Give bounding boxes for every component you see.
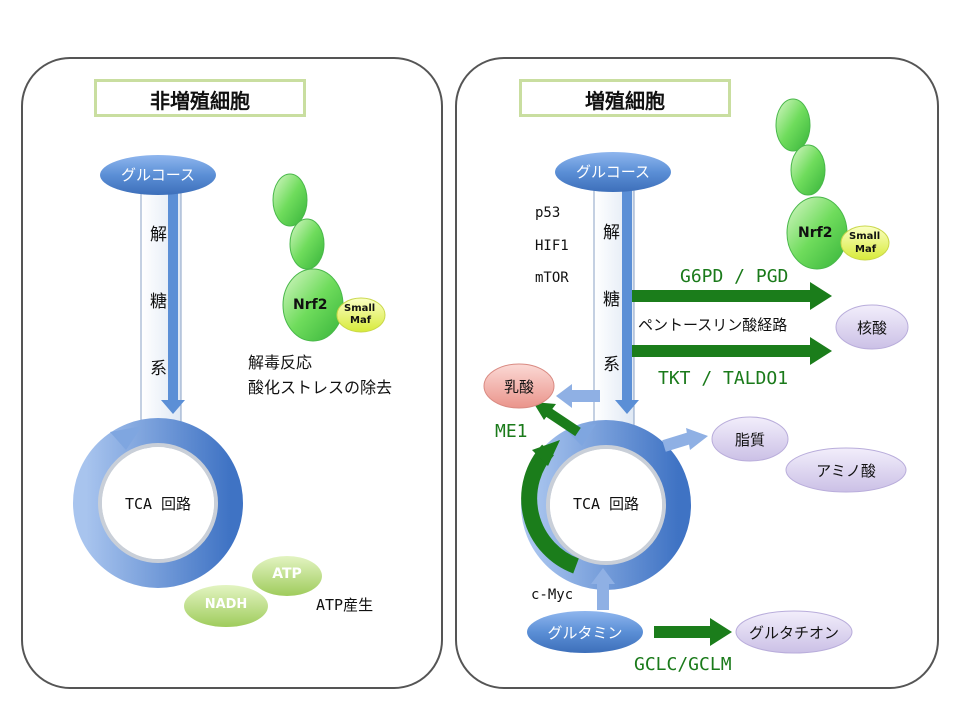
glutathione-node bbox=[735, 610, 853, 654]
left-atp-node bbox=[252, 556, 322, 596]
left-tca-label: TCA 回路 bbox=[124, 495, 192, 513]
nucleic-acid-label: 核酸 bbox=[856, 319, 887, 337]
right-tca-label: TCA 回路 bbox=[572, 495, 640, 513]
regulator-hif1: HIF1 bbox=[535, 238, 569, 254]
right-nrf2-segment-2 bbox=[790, 144, 826, 196]
glutamine-label: グルタミン bbox=[547, 624, 623, 642]
me1-arc-head bbox=[532, 440, 560, 466]
gclc-arrow-body bbox=[654, 626, 712, 638]
amino-acid-node bbox=[785, 447, 907, 493]
tkt-arrowhead bbox=[810, 337, 832, 365]
left-detox-line2: 酸化ストレスの除去 bbox=[248, 378, 393, 397]
pentose-pathway-label: ペントースリン酸経路 bbox=[638, 316, 788, 334]
right-small-maf bbox=[840, 225, 890, 261]
left-glucose-label: グルコース bbox=[121, 166, 195, 184]
right-glycolysis-char-2: 糖 bbox=[603, 290, 620, 310]
right-small-label: Small bbox=[849, 231, 881, 242]
me1-green-arc bbox=[521, 444, 580, 574]
left-glucose-node bbox=[100, 155, 216, 195]
right-glycolysis-char-3: 系 bbox=[603, 355, 620, 375]
left-glycolysis-char-3: 系 bbox=[150, 359, 167, 379]
g6pd-arrowhead bbox=[810, 282, 832, 310]
left-glycolysis-char-2: 糖 bbox=[150, 292, 167, 312]
left-atp-label: ATP bbox=[272, 566, 302, 582]
right-nrf2-segment-1 bbox=[775, 98, 811, 152]
glutamine-arrow-body bbox=[597, 582, 609, 610]
left-tca-center bbox=[102, 447, 214, 559]
left-nadh-label: NADH bbox=[204, 597, 248, 612]
gclc-gclm-label: GCLC/GCLM bbox=[634, 654, 732, 675]
right-maf-label: Maf bbox=[855, 244, 877, 255]
me1-lactate-arrow bbox=[545, 407, 581, 437]
nucleic-acid-node bbox=[835, 304, 909, 350]
right-panel-title: 増殖細胞 bbox=[519, 79, 731, 117]
left-maf-label: Maf bbox=[350, 315, 372, 326]
left-small-maf bbox=[336, 297, 386, 333]
left-tca-arrowhead bbox=[110, 426, 142, 450]
g6pd-pgd-label: G6PD / PGD bbox=[680, 266, 789, 287]
left-glycolysis-arrow bbox=[168, 190, 178, 402]
glutamine-arrowhead bbox=[591, 568, 615, 584]
g6pd-arrow-body bbox=[632, 290, 812, 302]
lipid-label: 脂質 bbox=[734, 431, 765, 449]
cmyc-label: c-Myc bbox=[531, 587, 574, 603]
left-panel-title: 非増殖細胞 bbox=[94, 79, 306, 117]
lactate-arrow-body bbox=[570, 390, 600, 402]
lactate-arrowhead bbox=[556, 384, 572, 408]
regulator-mtor: mTOR bbox=[535, 270, 569, 286]
lactate-label: 乳酸 bbox=[503, 378, 534, 396]
left-atp-production: ATP産生 bbox=[316, 596, 374, 614]
left-nrf2-segment-1 bbox=[272, 173, 308, 227]
right-tca-center bbox=[550, 449, 662, 561]
right-glucose-label: グルコース bbox=[576, 163, 650, 181]
tkt-arrow-body bbox=[632, 345, 812, 357]
right-nrf2-label: Nrf2 bbox=[798, 225, 833, 241]
tkt-taldo1-label: TKT / TALDO1 bbox=[658, 368, 789, 389]
right-glycolysis-char-1: 解 bbox=[603, 223, 620, 243]
me1-label: ME1 bbox=[495, 421, 528, 442]
amino-acid-label: アミノ酸 bbox=[816, 462, 876, 480]
left-nadh-node bbox=[184, 585, 268, 627]
lipid-arrow-body bbox=[662, 432, 692, 452]
lactate-node bbox=[483, 363, 555, 409]
lipid-node bbox=[711, 416, 789, 462]
right-glycolysis-arrow bbox=[622, 190, 632, 402]
left-detox-line1: 解毒反応 bbox=[248, 353, 313, 372]
right-tca-ring-inner bbox=[546, 445, 666, 565]
left-nrf2-label: Nrf2 bbox=[293, 297, 328, 313]
left-tca-ring bbox=[73, 418, 243, 588]
lipid-arrowhead bbox=[686, 428, 708, 450]
gclc-arrowhead bbox=[710, 618, 732, 646]
left-nrf2-segment-2 bbox=[289, 218, 325, 270]
right-glucose-node bbox=[555, 152, 671, 192]
me1-lactate-head bbox=[533, 402, 556, 420]
glutamine-node bbox=[527, 611, 643, 653]
left-glycolysis-arrowhead bbox=[161, 400, 185, 414]
left-glycolysis-char-1: 解 bbox=[150, 225, 167, 245]
left-small-label: Small bbox=[344, 303, 376, 314]
left-tca-ring-inner bbox=[98, 443, 218, 563]
glutathione-label: グルタチオン bbox=[748, 624, 839, 642]
right-glycolysis-arrowhead bbox=[615, 400, 639, 414]
regulator-p53: p53 bbox=[535, 205, 561, 221]
